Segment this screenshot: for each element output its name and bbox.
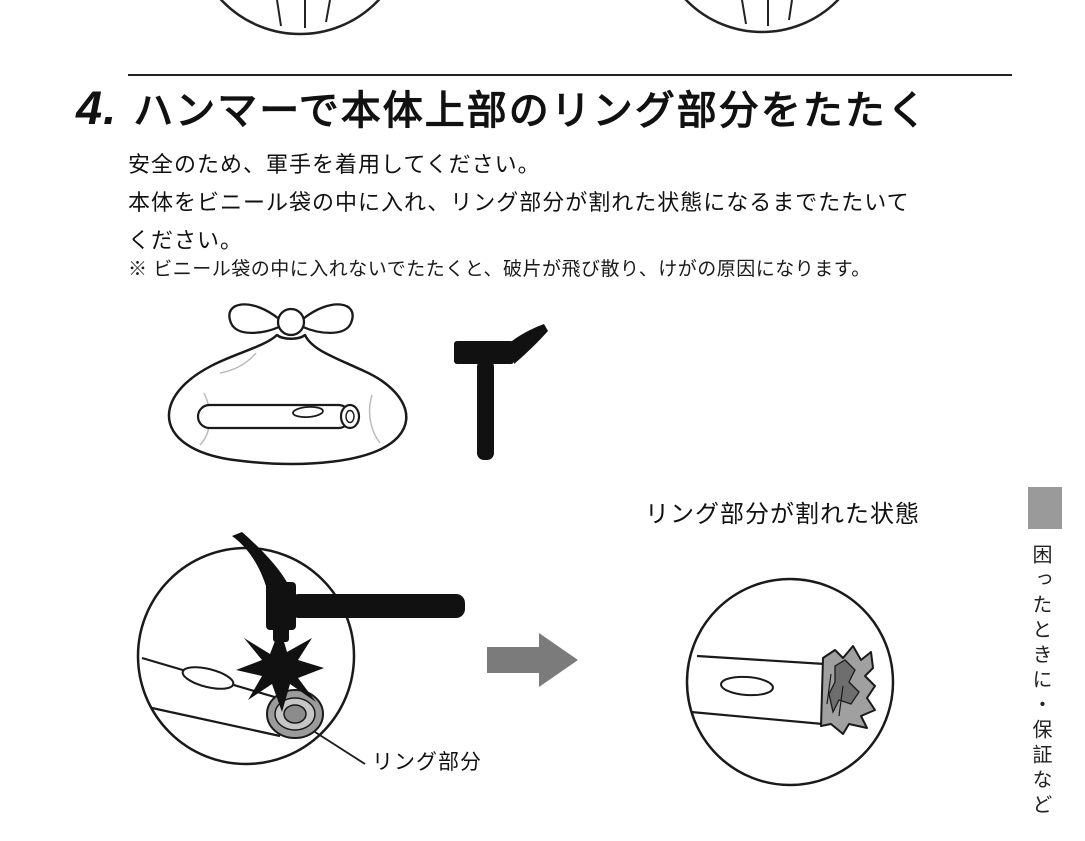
device-slot	[720, 675, 774, 697]
bag-knot-loop-left	[228, 303, 281, 335]
hammer-icon	[454, 324, 548, 460]
arrow-shape	[487, 633, 578, 687]
broken-state-caption: リング部分が割れた状態	[645, 501, 920, 528]
previous-step-partial-illustrations	[219, 0, 840, 36]
partial-detail-lines-left	[276, 0, 331, 28]
step-header: 4. ハンマーで本体上部のリング部分をたたく	[76, 78, 929, 136]
device-slot	[181, 666, 235, 690]
hammer-head	[454, 341, 514, 364]
striking-hammer	[232, 532, 465, 642]
device-body-in-bag	[196, 403, 352, 430]
bag-knot-loop-right	[301, 303, 354, 335]
device-bottom-edge	[151, 706, 281, 738]
bag-knot-center	[276, 307, 306, 337]
partial-detail-lines-right	[741, 0, 793, 26]
hammer-claw	[232, 532, 288, 586]
hammer-strike-illustration	[136, 532, 465, 766]
partial-circle-left	[219, 0, 381, 36]
bag-with-device-illustration	[167, 303, 408, 466]
device-top-edge	[696, 654, 826, 666]
warning-note: ※ ビニール袋の中に入れないでたたくと、破片が飛び散り、けがの原因になります。	[128, 259, 871, 280]
instruction-body: 安全のため、軍手を着用してください。 本体をビニール袋の中に入れ、リング部分が割…	[128, 146, 910, 260]
ring-label-leader-line	[314, 731, 366, 765]
device-end-cap-inner	[345, 409, 355, 424]
hammer-claw	[512, 324, 548, 364]
instruction-line: 安全のため、軍手を着用してください。	[128, 152, 541, 177]
broken-ring-illustration	[685, 577, 895, 787]
device-slot	[292, 406, 324, 418]
section-tab-marker	[1028, 487, 1062, 529]
step-heading: ハンマーで本体上部のリング部分をたたく	[133, 89, 929, 133]
detail-circle	[136, 546, 356, 766]
hammer-head	[266, 582, 296, 630]
device-end-cap	[339, 403, 361, 430]
impact-star	[236, 628, 324, 712]
hammer-handle	[290, 594, 465, 618]
instruction-line: ください。	[128, 228, 244, 253]
ring-part-label: リング部分	[372, 751, 482, 774]
ring-part-inner	[283, 704, 307, 724]
right-arrow-icon	[487, 633, 578, 687]
instruction-line: 本体をビニール袋の中に入れ、リング部分が割れた状態になるまでたたいて	[128, 190, 910, 215]
hammer-face	[273, 626, 289, 642]
crack-lines	[826, 673, 844, 717]
section-divider	[128, 74, 1012, 76]
section-tab-label: 困ったときに・保証など	[1029, 544, 1051, 819]
device-bottom-edge	[690, 710, 824, 726]
broken-ring-debris-inner	[828, 659, 860, 714]
partial-circle-right	[684, 0, 840, 34]
hammer-handle	[477, 360, 494, 460]
bag-body	[167, 333, 408, 466]
step-number: 4.	[76, 81, 118, 134]
